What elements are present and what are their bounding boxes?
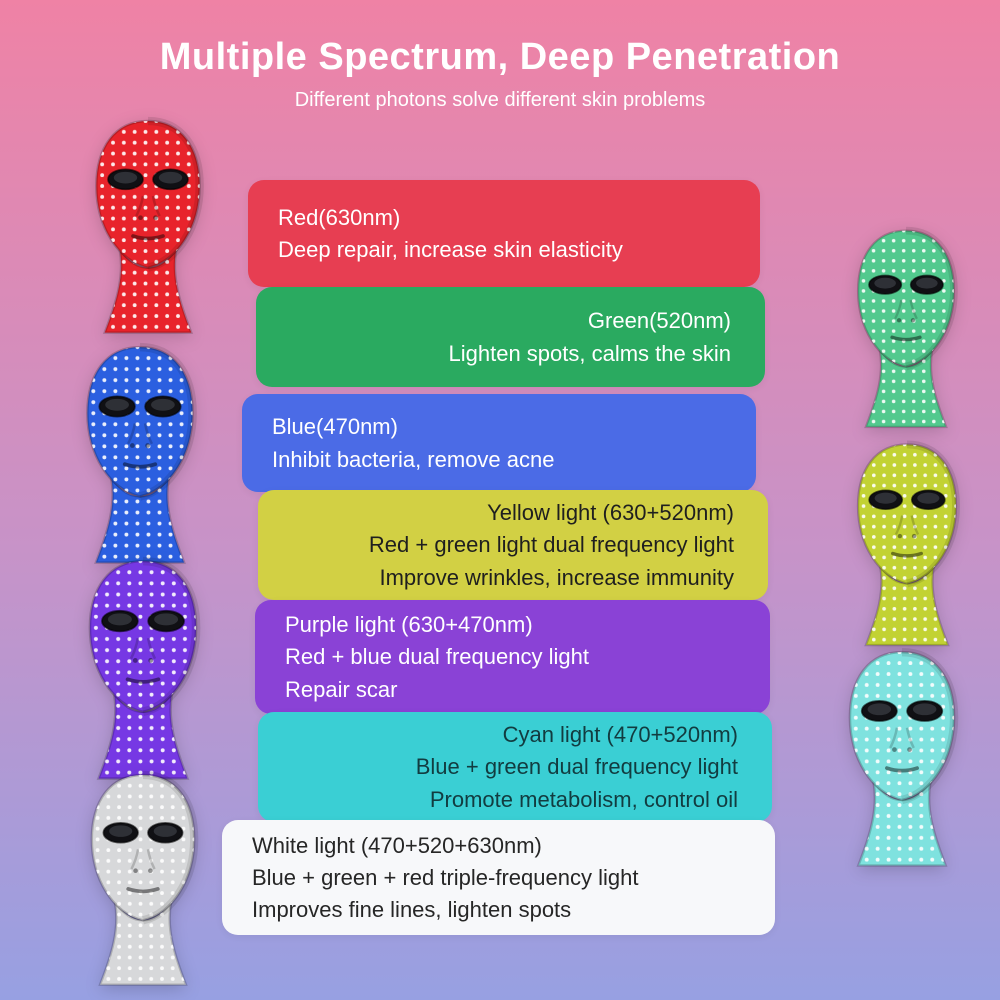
led-mask-graphic [828, 226, 984, 430]
white-led-mask-image [56, 770, 230, 988]
led-mask-graphic [62, 116, 234, 336]
banner-green: Green(520nm) Lighten spots, calms the sk… [256, 287, 765, 387]
banner-cyan: Cyan light (470+520nm) Blue + green dual… [258, 712, 772, 822]
purple-led-mask-image [55, 556, 231, 782]
cyan-led-mask-image [818, 646, 986, 870]
banner-line: Repair scar [285, 676, 398, 702]
banner-line: Red + green light dual frequency light [368, 532, 734, 558]
yellow-green-led-mask-image [828, 438, 986, 650]
page-subtitle: Different photons solve different skin p… [294, 89, 706, 111]
blue-led-mask-image [50, 342, 230, 566]
banner-title: Green(520nm) [587, 308, 731, 334]
banner-line: Promote metabolism, control oil [429, 786, 738, 812]
led-mask-graphic [818, 646, 986, 870]
banner-white: White light (470+520+630nm) Blue + green… [222, 820, 775, 935]
green-led-mask-image [828, 226, 984, 430]
banner-line: Improves fine lines, lighten spots [252, 897, 572, 923]
red-led-mask-image [62, 116, 234, 336]
banner-title: Yellow light (630+520nm) [487, 500, 734, 526]
banner-title: Red(630nm) [278, 204, 401, 230]
banner-line: Deep repair, increase skin elasticity [278, 237, 623, 262]
banner-purple: Purple light (630+470nm) Red + blue dual… [255, 600, 770, 714]
banner-title: Purple light (630+470nm) [285, 612, 533, 638]
banner-line: Blue + green dual frequency light [415, 754, 738, 780]
banner-line: Red + blue dual frequency light [285, 644, 589, 670]
banner-yellow: Yellow light (630+520nm) Red + green lig… [258, 490, 768, 600]
page-header: Multiple Spectrum, Deep Penetration Diff… [0, 36, 1000, 112]
banner-blue: Blue(470nm) Inhibit bacteria, remove acn… [242, 394, 756, 492]
banner-line: Improve wrinkles, increase immunity [379, 564, 734, 590]
banner-title: Blue(470nm) [272, 414, 398, 440]
page-title: Multiple Spectrum, Deep Penetration [159, 36, 841, 78]
banner-line: Inhibit bacteria, remove acne [272, 446, 555, 472]
led-mask-graphic [828, 438, 986, 650]
banner-title: White light (470+520+630nm) [252, 832, 542, 858]
led-mask-graphic [50, 342, 230, 566]
banner-line: Lighten spots, calms the skin [448, 340, 731, 366]
banner-title: Cyan light (470+520nm) [502, 722, 738, 748]
led-mask-graphic [56, 770, 230, 988]
led-mask-graphic [55, 556, 231, 782]
banner-red: Red(630nm) Deep repair, increase skin el… [248, 180, 760, 287]
banner-line: Blue + green + red triple-frequency ligh… [252, 864, 639, 890]
